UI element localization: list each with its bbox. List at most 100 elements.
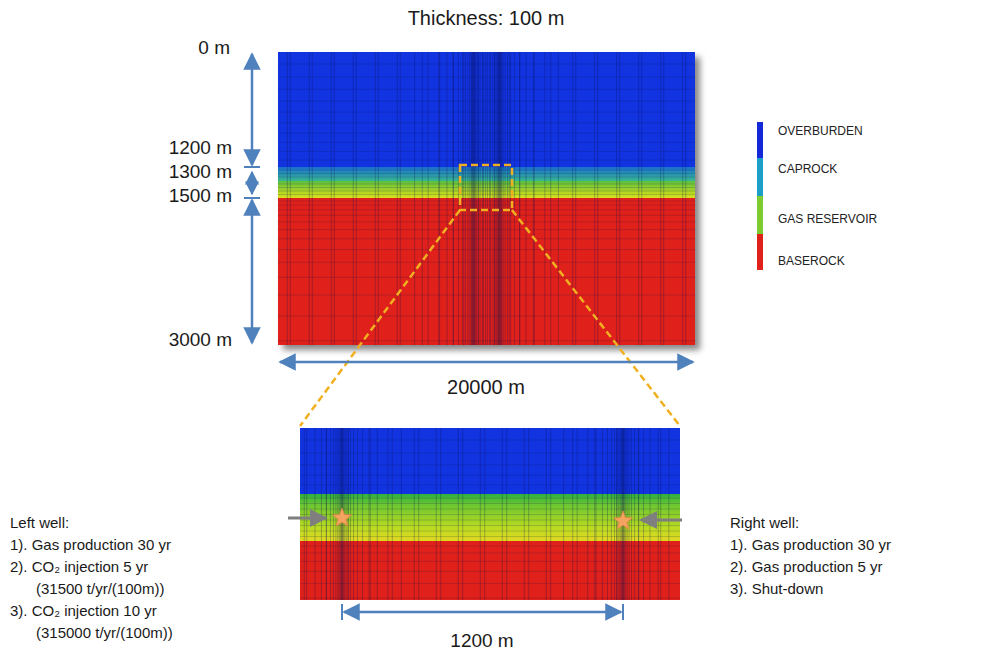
grid-line: [422, 52, 423, 345]
grid-line: [620, 428, 621, 600]
grid-line: [638, 428, 639, 600]
grid-line: [471, 52, 472, 345]
grid-line: [300, 475, 680, 476]
grid-line: [500, 52, 501, 345]
zoom-line: [300, 210, 460, 426]
grid-line: [594, 52, 595, 345]
grid-line: [326, 428, 327, 600]
grid-line: [490, 52, 491, 345]
grid-line: [353, 52, 354, 345]
grid-line: [497, 52, 498, 345]
well-star: [332, 508, 351, 526]
grid-line: [278, 112, 695, 113]
grid-line: [300, 536, 680, 537]
grid-line: [629, 428, 630, 600]
grid-line: [533, 52, 534, 345]
grid-line: [463, 52, 464, 345]
grid-line: [414, 52, 415, 345]
grid-line: [436, 428, 437, 600]
grid-line: [387, 428, 388, 600]
grid-line: [668, 428, 669, 600]
grid-line: [278, 215, 695, 216]
grid-line: [278, 160, 695, 161]
grid-line: [314, 428, 315, 600]
grid-line: [625, 428, 626, 600]
grid-line: [287, 52, 288, 345]
dimension-arrow: [251, 200, 254, 343]
grid-line: [484, 428, 485, 600]
dimension-tick: [341, 604, 343, 620]
well-step: 3). Shut-down: [730, 580, 823, 597]
grid-line: [278, 64, 695, 65]
depth-label: 1300 m: [169, 161, 232, 183]
grid-line: [278, 170, 695, 171]
grid-line: [375, 52, 376, 345]
model-thickness: Thickness: 100 m: [408, 7, 565, 30]
grid-line: [309, 52, 310, 345]
grid-line: [480, 428, 481, 600]
grid-line: [278, 122, 695, 123]
baserock-layer: [278, 198, 695, 345]
grid-line: [483, 52, 484, 345]
grid-line: [499, 52, 500, 345]
well-heading: Left well:: [10, 514, 69, 531]
grid-line: [619, 52, 620, 345]
well-step: 3). CO₂ injection 10 yr: [10, 602, 157, 619]
grid-line: [278, 173, 695, 174]
grid-line: [499, 52, 500, 345]
grid-line: [321, 428, 322, 600]
grid-line: [400, 52, 401, 345]
grid-line: [312, 52, 313, 345]
grid-line: [524, 428, 525, 600]
reservoir-layer: [278, 181, 695, 198]
grid-line: [392, 428, 393, 600]
grid-line: [572, 52, 573, 345]
grid-line: [356, 52, 357, 345]
grid-line: [278, 316, 695, 317]
well-step: 2). Gas production 5 yr: [730, 558, 883, 575]
grid-line: [506, 428, 507, 600]
grid-line: [607, 428, 608, 600]
grid-line: [300, 503, 680, 504]
well-pointer: [641, 519, 682, 522]
grid-line: [638, 428, 639, 600]
grid-line: [306, 428, 307, 600]
well-step: 1). Gas production 30 yr: [10, 536, 171, 553]
well-spacing: 1200 m: [450, 630, 513, 652]
grid-line: [634, 428, 635, 600]
grid-line: [333, 428, 334, 600]
grid-line: [650, 428, 651, 600]
grid-line: [614, 428, 615, 600]
grid-line: [658, 428, 659, 600]
legend-label: BASEROCK: [778, 255, 845, 269]
grid-line: [440, 428, 441, 600]
grid-line: [597, 52, 598, 345]
dimension-tick: [244, 197, 260, 199]
well-heading: Right well:: [730, 514, 799, 531]
legend-label: OVERBURDEN: [778, 125, 863, 139]
grid-line: [335, 428, 336, 600]
grid-line: [353, 428, 354, 600]
grid-line: [660, 428, 661, 600]
grid-line: [474, 52, 475, 345]
grid-line: [544, 52, 545, 345]
grid-line: [446, 52, 447, 345]
overburden-layer: [278, 52, 695, 167]
grid-line: [558, 52, 559, 345]
grid-line: [278, 184, 695, 185]
grid-line: [300, 464, 680, 465]
grid-line: [474, 52, 475, 345]
grid-line: [503, 52, 504, 345]
grid-line: [326, 428, 327, 600]
grid-line: [278, 262, 695, 263]
grid-line: [528, 428, 529, 600]
grid-line: [370, 428, 371, 600]
grid-line: [300, 598, 680, 599]
grid-line: [473, 52, 474, 345]
grid-line: [478, 52, 479, 345]
depth-label: 1200 m: [169, 137, 232, 159]
grid-line: [278, 142, 695, 143]
grid-line: [300, 571, 680, 572]
grid-line: [290, 52, 291, 345]
grid-line: [514, 52, 515, 345]
